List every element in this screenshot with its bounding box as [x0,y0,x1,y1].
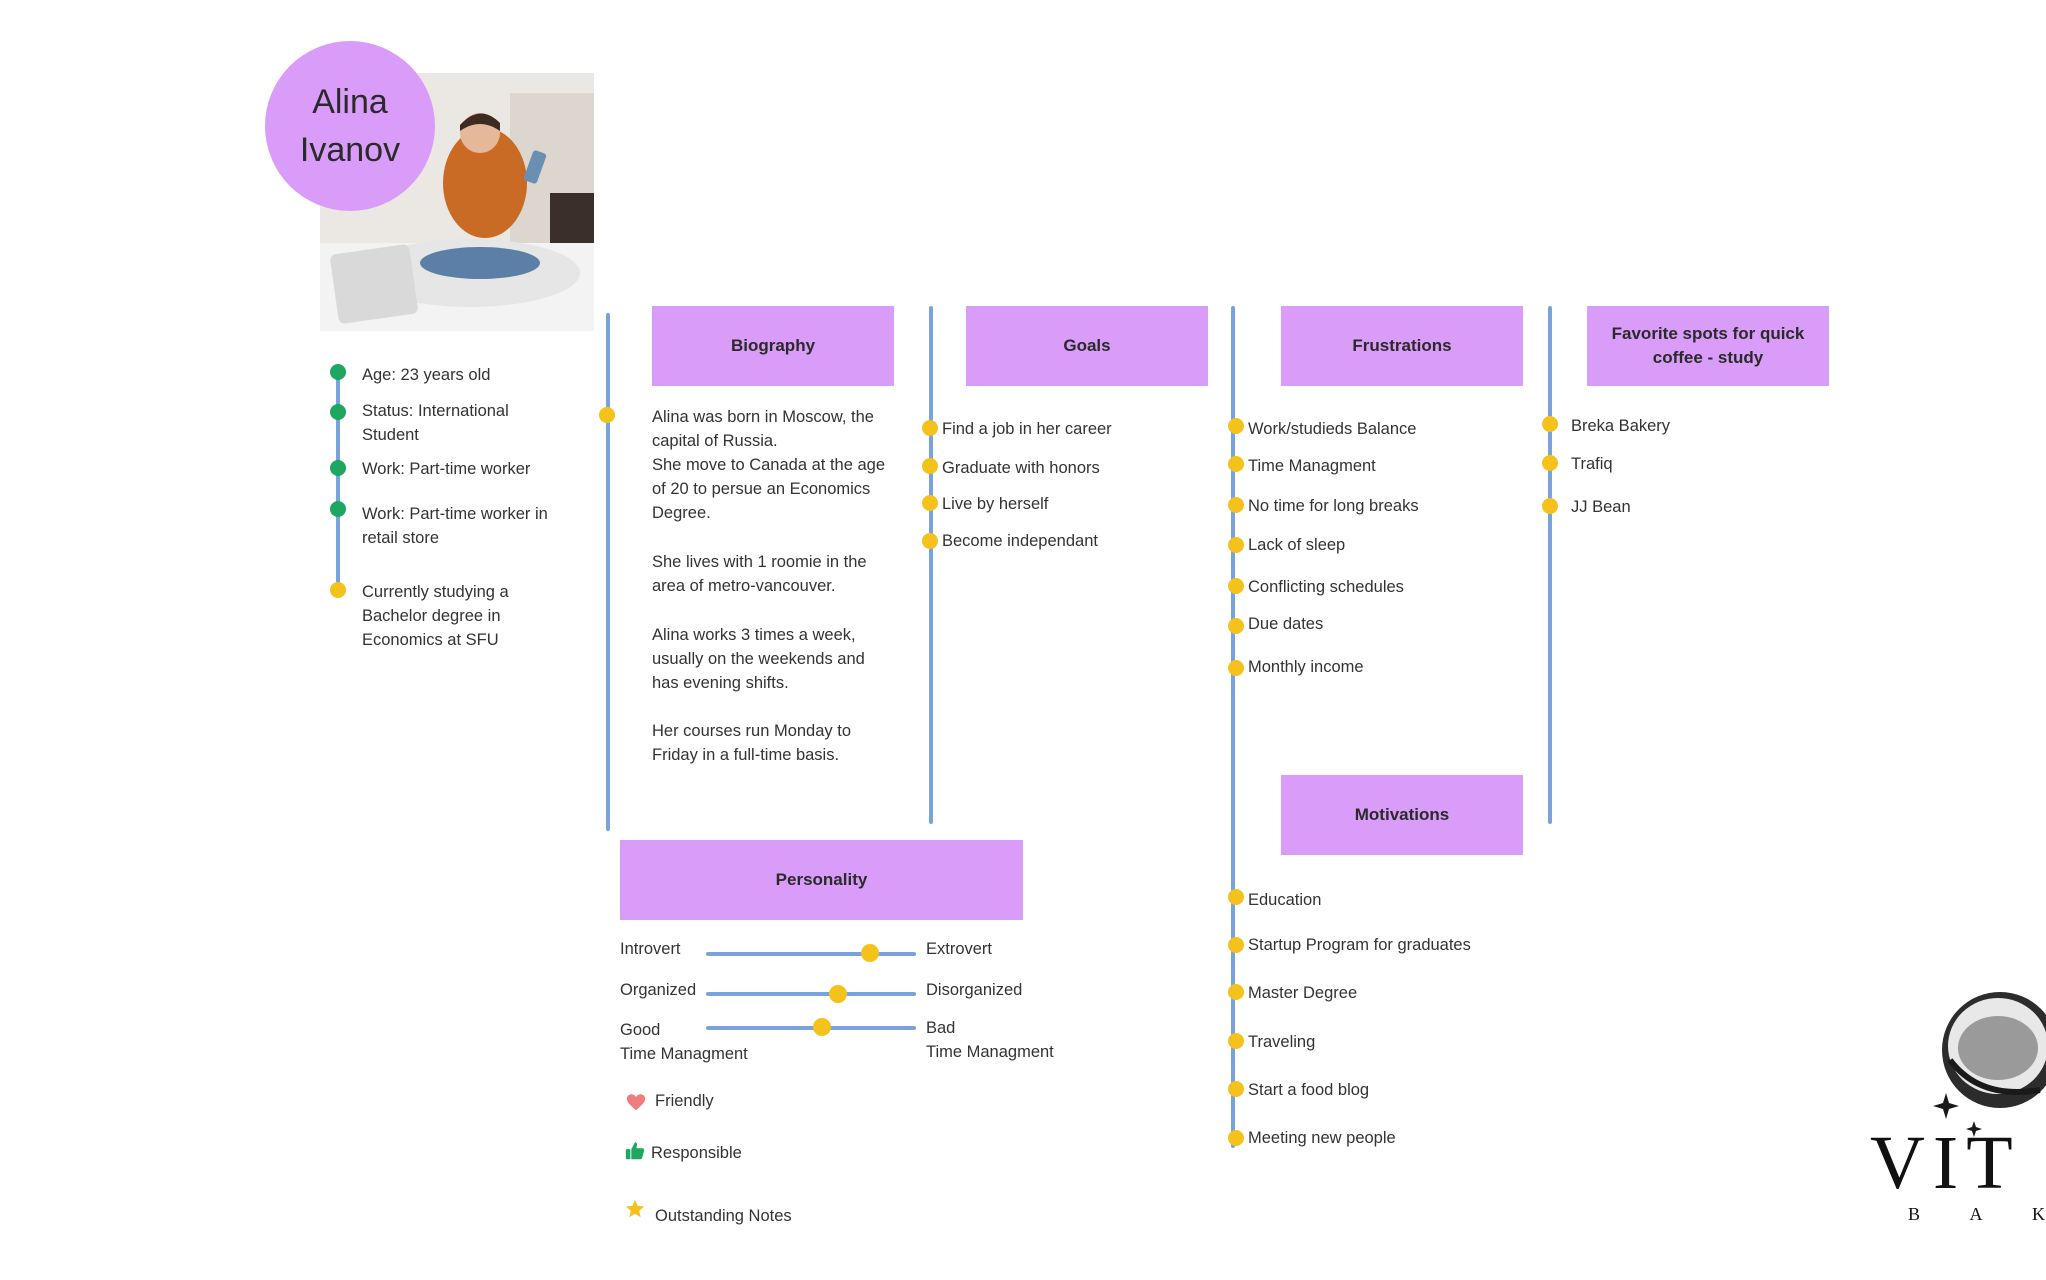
persona-last-name: Ivanov [299,131,401,169]
profile-item-study: Currently studying a Bachelor degree in … [362,583,509,649]
trait-label: Responsible [651,1144,742,1162]
profile-bullet [330,364,346,380]
profile-bullet [330,404,346,420]
profile-bullet [330,460,346,476]
biography-divider [606,313,610,831]
profile-item-status: Status: International Student [362,402,509,444]
goal-bullet [922,458,938,474]
motivation-bullet [1228,889,1244,905]
motivation-bullet [1228,937,1244,953]
biography-paragraph: She lives with 1 roomie in the area of m… [652,553,867,595]
biography-bullet [599,407,615,423]
motivation-bullet [1228,984,1244,1000]
frustration-bullet [1228,618,1244,634]
trait-label: Friendly [655,1092,714,1110]
profile-item-work-retail: Work: Part-time worker in retail store [362,505,548,547]
goal-bullet [922,420,938,436]
frustration-item: Lack of sleep [1248,536,1346,554]
frustration-item: Monthly income [1248,658,1364,676]
profile-bullet [330,501,346,517]
goal-item: Become independant [942,532,1098,550]
motivation-bullet [1228,1130,1244,1146]
slider-right-label: Disorganized [926,981,1023,999]
biography-paragraph: Alina was born in Moscow, the capital of… [652,408,885,522]
frustration-bullet [1228,660,1244,676]
frustration-bullet [1228,537,1244,553]
biography-paragraph: Alina works 3 times a week, usually on t… [652,626,865,692]
frustrations-motivations-divider [1231,306,1235,1148]
biography-header: Biography [652,306,894,386]
brand-logo-text: VIT [1870,1121,2021,1205]
frustration-item: Work/studieds Balance [1248,420,1417,438]
motivation-bullet [1228,1081,1244,1097]
thumbs-up-icon [625,1142,645,1160]
slider-right-label: Bad Time Managment [926,1019,1054,1061]
trait-slider-track [706,952,916,956]
frustration-bullet [1228,456,1244,472]
trait-slider-track [706,992,916,996]
brand-logo: VIT B A K E [1870,990,2046,1230]
frustration-item: No time for long breaks [1248,497,1419,515]
goal-item: Graduate with honors [942,459,1100,477]
motivation-item: Startup Program for graduates [1248,936,1471,954]
personality-header: Personality [620,840,1023,920]
slider-left-label: Introvert [620,940,681,958]
goal-bullet [922,495,938,511]
persona-photo [320,73,594,331]
goals-divider [929,306,933,824]
motivation-item: Master Degree [1248,984,1358,1002]
motivation-item: Education [1248,891,1322,909]
goal-bullet [922,533,938,549]
profile-bullet [330,582,346,598]
brand-logo-subtext: B A K E [1908,1204,2046,1224]
profile-item-work: Work: Part-time worker [362,460,531,478]
goals-header: Goals [966,306,1208,386]
favorite-spots-header: Favorite spots for quick coffee - study [1587,306,1829,386]
heart-icon [626,1094,646,1111]
spot-bullet [1542,498,1558,514]
spot-item: Trafiq [1571,455,1613,473]
spot-item: Breka Bakery [1571,417,1671,435]
goal-item: Find a job in her career [942,420,1112,438]
frustration-bullet [1228,578,1244,594]
motivation-bullet [1228,1033,1244,1049]
motivation-item: Meeting new people [1248,1129,1396,1147]
goal-item: Live by herself [942,495,1049,513]
persona-first-name: Alina [312,83,388,121]
persona-name-badge: Alina Ivanov [265,41,435,211]
favorite-spots-divider [1548,306,1552,824]
spot-bullet [1542,455,1558,471]
star-icon [625,1199,645,1218]
spot-bullet [1542,416,1558,432]
slider-left-label: Good Time Managment [620,1021,748,1063]
motivation-item: Start a food blog [1248,1081,1370,1099]
motivations-header: Motivations [1281,775,1523,855]
motivation-item: Traveling [1248,1033,1316,1051]
coffee-cup-logo-icon [1933,992,2046,1137]
trait-label: Outstanding Notes [655,1207,792,1225]
spot-item: JJ Bean [1571,498,1631,516]
frustration-item: Conflicting schedules [1248,578,1404,596]
profile-item-age: Age: 23 years old [362,366,491,384]
frustration-item: Time Managment [1248,457,1376,475]
profile-timeline [336,372,340,590]
biography-paragraph: Her courses run Monday to Friday in a fu… [652,722,852,764]
trait-slider-knob[interactable] [812,1018,831,1036]
trait-slider-track [706,1026,916,1030]
frustrations-header: Frustrations [1281,306,1523,386]
frustration-bullet [1228,418,1244,434]
trait-slider-knob[interactable] [829,985,848,1003]
slider-right-label: Extrovert [926,940,993,958]
frustration-item: Due dates [1248,615,1324,633]
slider-left-label: Organized [620,981,697,999]
frustration-bullet [1228,497,1244,513]
persona-illustration [320,73,594,331]
trait-slider-knob[interactable] [860,944,879,962]
